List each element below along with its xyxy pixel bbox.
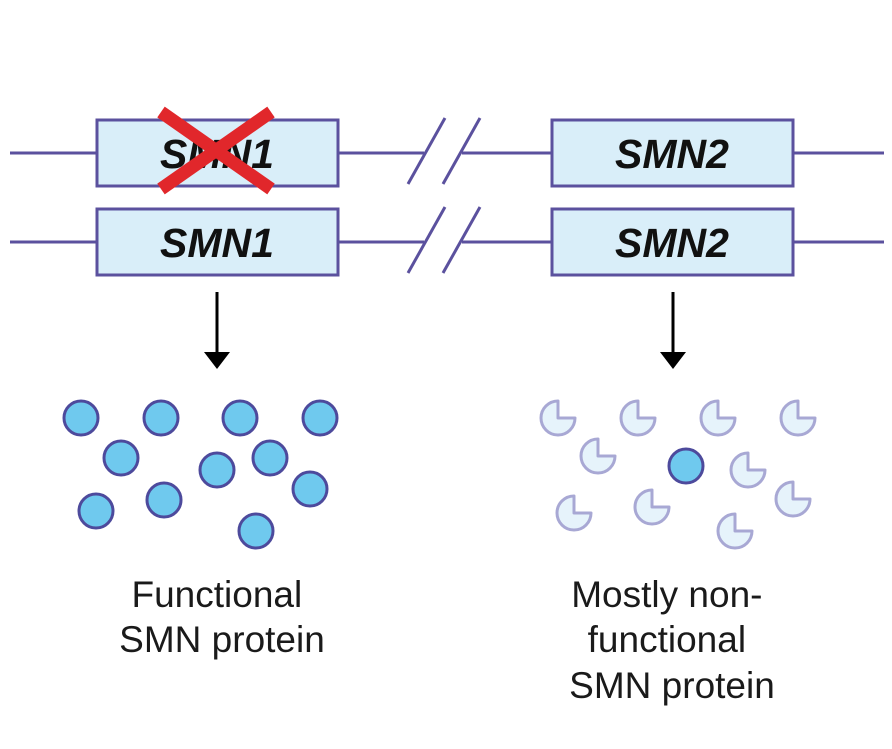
gene-smn1: SMN1 <box>95 207 340 277</box>
nonfunctional-protein-icon <box>579 437 617 475</box>
functional-protein-icon <box>77 492 115 530</box>
caption-line: Mostly non- <box>571 574 762 615</box>
functional-protein-icon <box>221 399 259 437</box>
functional-protein-icon <box>145 481 183 519</box>
functional-protein-icon <box>251 439 289 477</box>
nonfunctional-protein-group <box>539 399 817 550</box>
gene-smn2-top: SMN2 <box>550 118 795 188</box>
x-mark-icon <box>157 106 275 195</box>
functional-protein-icon <box>198 451 236 489</box>
gene-smn2-label: SMN2 <box>615 131 729 177</box>
nonfunctional-protein-icon <box>779 399 817 437</box>
caption-functional: Functional SMN protein <box>119 574 325 660</box>
caption-line: SMN protein <box>119 619 325 660</box>
arrow-down-icon <box>660 292 686 369</box>
gene-smn2-label: SMN2 <box>615 220 729 266</box>
functional-protein-group <box>62 399 339 550</box>
nonfunctional-protein-icon <box>729 451 767 489</box>
caption-line: Functional <box>132 574 303 615</box>
functional-protein-icon <box>237 512 275 550</box>
functional-protein-icon <box>142 399 180 437</box>
double-slash-icon <box>406 206 482 274</box>
gene-smn2-bottom: SMN2 <box>550 207 795 277</box>
nonfunctional-protein-icon <box>716 512 754 550</box>
functional-protein-icon <box>102 439 140 477</box>
functional-protein-icon <box>301 399 339 437</box>
nonfunctional-protein-icon <box>633 488 671 526</box>
arrow-down-icon <box>204 292 230 369</box>
gene-smn1-label: SMN1 <box>160 220 274 266</box>
nonfunctional-protein-icon <box>774 480 812 518</box>
double-slash-icon <box>406 117 482 185</box>
nonfunctional-protein-icon <box>555 494 593 532</box>
nonfunctional-protein-icon <box>699 399 737 437</box>
functional-protein-icon <box>291 470 329 508</box>
caption-nonfunctional: Mostly non- functional SMN protein <box>569 574 775 706</box>
nonfunctional-protein-icon <box>539 399 577 437</box>
functional-protein-icon <box>62 399 100 437</box>
caption-line: functional <box>588 619 746 660</box>
caption-line: SMN protein <box>569 665 775 706</box>
functional-protein-icon <box>667 447 705 485</box>
nonfunctional-protein-icon <box>619 399 657 437</box>
